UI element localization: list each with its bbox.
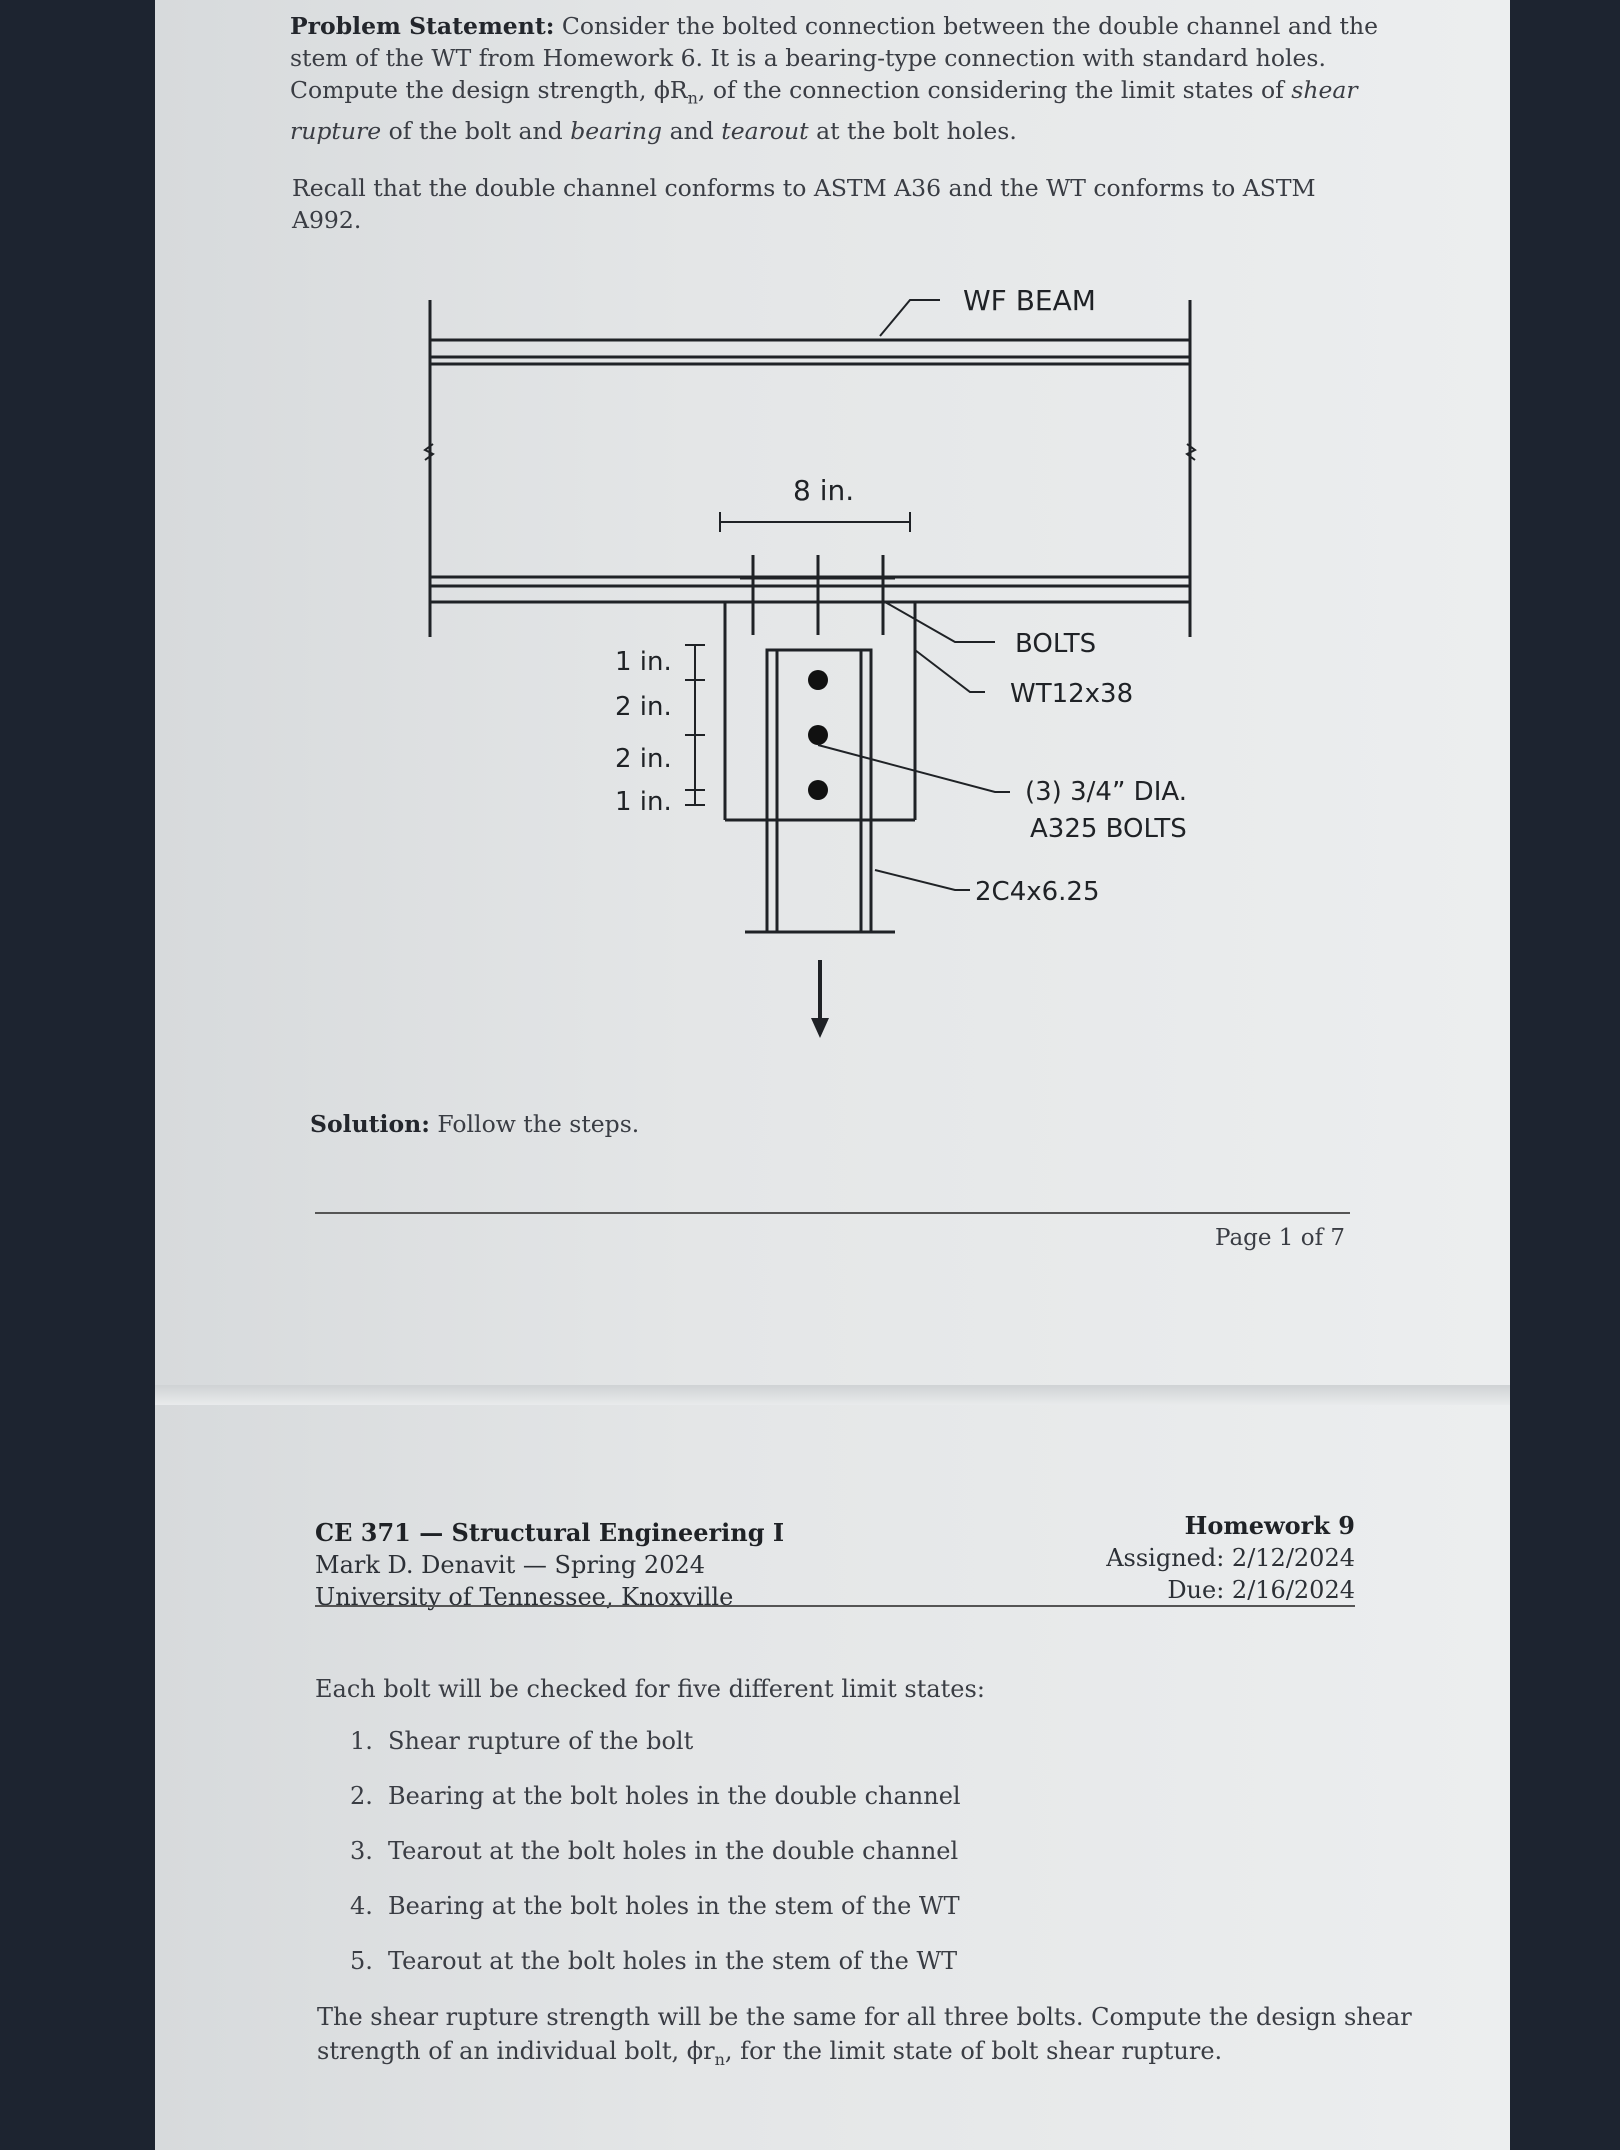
instructor: Mark D. Denavit — Spring 2024 bbox=[315, 1551, 705, 1579]
width-dimension bbox=[719, 512, 911, 532]
load-arrow bbox=[811, 960, 829, 1038]
homework-header: Homework 9 Assigned: 2/12/2024 Due: 2/16… bbox=[1055, 1510, 1355, 1606]
problem-em-tearout: tearout bbox=[721, 116, 809, 145]
list-text: Tearout at the bolt holes in the stem of… bbox=[388, 1947, 958, 1975]
list-item-1: 1. Shear rupture of the bolt bbox=[350, 1727, 693, 1755]
list-item-4: 4. Bearing at the bolt holes in the stem … bbox=[350, 1892, 960, 1920]
list-item-3: 3. Tearout at the bolt holes in the doubl… bbox=[350, 1837, 958, 1865]
spacing-3: 2 in. bbox=[615, 744, 672, 774]
document-sheet: Problem Statement: Consider the bolted c… bbox=[155, 0, 1510, 2150]
due-date: Due: 2/16/2024 bbox=[1167, 1576, 1355, 1604]
list-text: Tearout at the bolt holes in the double … bbox=[388, 1837, 959, 1865]
page-number: Page 1 of 7 bbox=[1215, 1225, 1346, 1251]
problem-statement: Problem Statement: Consider the bolted c… bbox=[290, 10, 1390, 147]
page-break bbox=[155, 1385, 1510, 1405]
problem-line-4c: at the bolt holes. bbox=[816, 116, 1017, 145]
problem-line-3: Compute the design strength, ϕR bbox=[290, 76, 688, 104]
list-number: 4. bbox=[350, 1892, 373, 1920]
problem-line-1: Consider the bolted connection between t… bbox=[561, 12, 1379, 40]
footer-rule bbox=[315, 1212, 1350, 1214]
homework-title: Homework 9 bbox=[1184, 1511, 1355, 1540]
recall-line-2: A992. bbox=[292, 206, 362, 234]
list-item-5: 5. Tearout at the bolt holes in the stem … bbox=[350, 1947, 957, 1975]
shear-paragraph: The shear rupture strength will be the s… bbox=[317, 2000, 1517, 2077]
shear-line-2b: , for the limit state of bolt shear rupt… bbox=[724, 2037, 1223, 2065]
recall-paragraph: Recall that the double channel conforms … bbox=[292, 172, 1392, 236]
assigned-date: Assigned: 2/12/2024 bbox=[1106, 1544, 1355, 1572]
problem-line-4a: of the bolt and bbox=[388, 116, 563, 145]
connection-diagram: WF BEAM 8 in. bbox=[423, 284, 1197, 1038]
beam-leader bbox=[879, 299, 940, 337]
list-text: Bearing at the bolt holes in the stem of… bbox=[388, 1892, 960, 1920]
list-number: 3. bbox=[350, 1837, 373, 1865]
spacing-1: 1 in. bbox=[615, 647, 672, 677]
spacing-dimension bbox=[685, 644, 705, 806]
shear-subscript: n bbox=[714, 2049, 725, 2069]
list-text: Bearing at the bolt holes in the double … bbox=[388, 1782, 961, 1810]
page-1: Problem Statement: Consider the bolted c… bbox=[155, 0, 1510, 1385]
beam-label: WF BEAM bbox=[963, 284, 1096, 317]
bolt-2 bbox=[808, 725, 828, 745]
problem-em-rupture: rupture bbox=[290, 116, 382, 145]
shear-line-1: The shear rupture strength will be the s… bbox=[317, 2003, 1412, 2031]
bolts-label: BOLTS bbox=[1015, 629, 1096, 659]
list-number: 2. bbox=[350, 1782, 373, 1810]
solution-label: Solution: bbox=[310, 1110, 430, 1138]
shear-line-2a: strength of an individual bolt, ϕr bbox=[317, 2037, 715, 2065]
limit-states-intro: Each bolt will be checked for five diffe… bbox=[315, 1675, 985, 1703]
problem-em-shear: shear bbox=[1291, 76, 1358, 104]
leaders bbox=[817, 601, 1010, 891]
problem-label: Problem Statement: bbox=[290, 12, 555, 40]
flange-bolts bbox=[740, 555, 895, 635]
list-item-2: 2. Bearing at the bolt holes in the doubl… bbox=[350, 1782, 961, 1810]
width-dimension-label: 8 in. bbox=[793, 474, 854, 507]
list-number: 5. bbox=[350, 1947, 373, 1975]
page-2: CE 371 — Structural Engineering I Mark D… bbox=[155, 1405, 1510, 2150]
list-text: Shear rupture of the bolt bbox=[388, 1727, 694, 1755]
spacing-4: 1 in. bbox=[615, 787, 672, 817]
wf-beam bbox=[423, 300, 1197, 637]
bolt-spec-1: (3) 3/4” DIA. bbox=[1025, 777, 1187, 807]
problem-line-4b: and bbox=[669, 116, 714, 145]
problem-line-3-end: , of the connection considering the limi… bbox=[697, 76, 1284, 104]
problem-line-2: stem of the WT from Homework 6. It is a … bbox=[290, 44, 1326, 72]
bolt-3 bbox=[808, 780, 828, 800]
problem-subscript: n bbox=[687, 88, 698, 108]
bolt-spec-2: A325 BOLTS bbox=[1030, 814, 1187, 844]
course-header: CE 371 — Structural Engineering I Mark D… bbox=[315, 1517, 784, 1613]
header-rule bbox=[315, 1605, 1355, 1607]
bolt-1 bbox=[808, 670, 828, 690]
spacing-2: 2 in. bbox=[615, 692, 672, 722]
recall-line-1: Recall that the double channel conforms … bbox=[292, 174, 1316, 202]
list-number: 1. bbox=[350, 1727, 373, 1755]
solution-text: Follow the steps. bbox=[437, 1110, 640, 1138]
wt-label: WT12x38 bbox=[1010, 679, 1133, 709]
channel-label: 2C4x6.25 bbox=[975, 877, 1100, 907]
course-title: CE 371 — Structural Engineering I bbox=[315, 1518, 785, 1547]
double-channel bbox=[745, 648, 895, 934]
university: University of Tennessee, Knoxville bbox=[315, 1583, 734, 1611]
solution-line: Solution: Follow the steps. bbox=[310, 1108, 639, 1140]
problem-em-bearing: bearing bbox=[570, 116, 663, 145]
